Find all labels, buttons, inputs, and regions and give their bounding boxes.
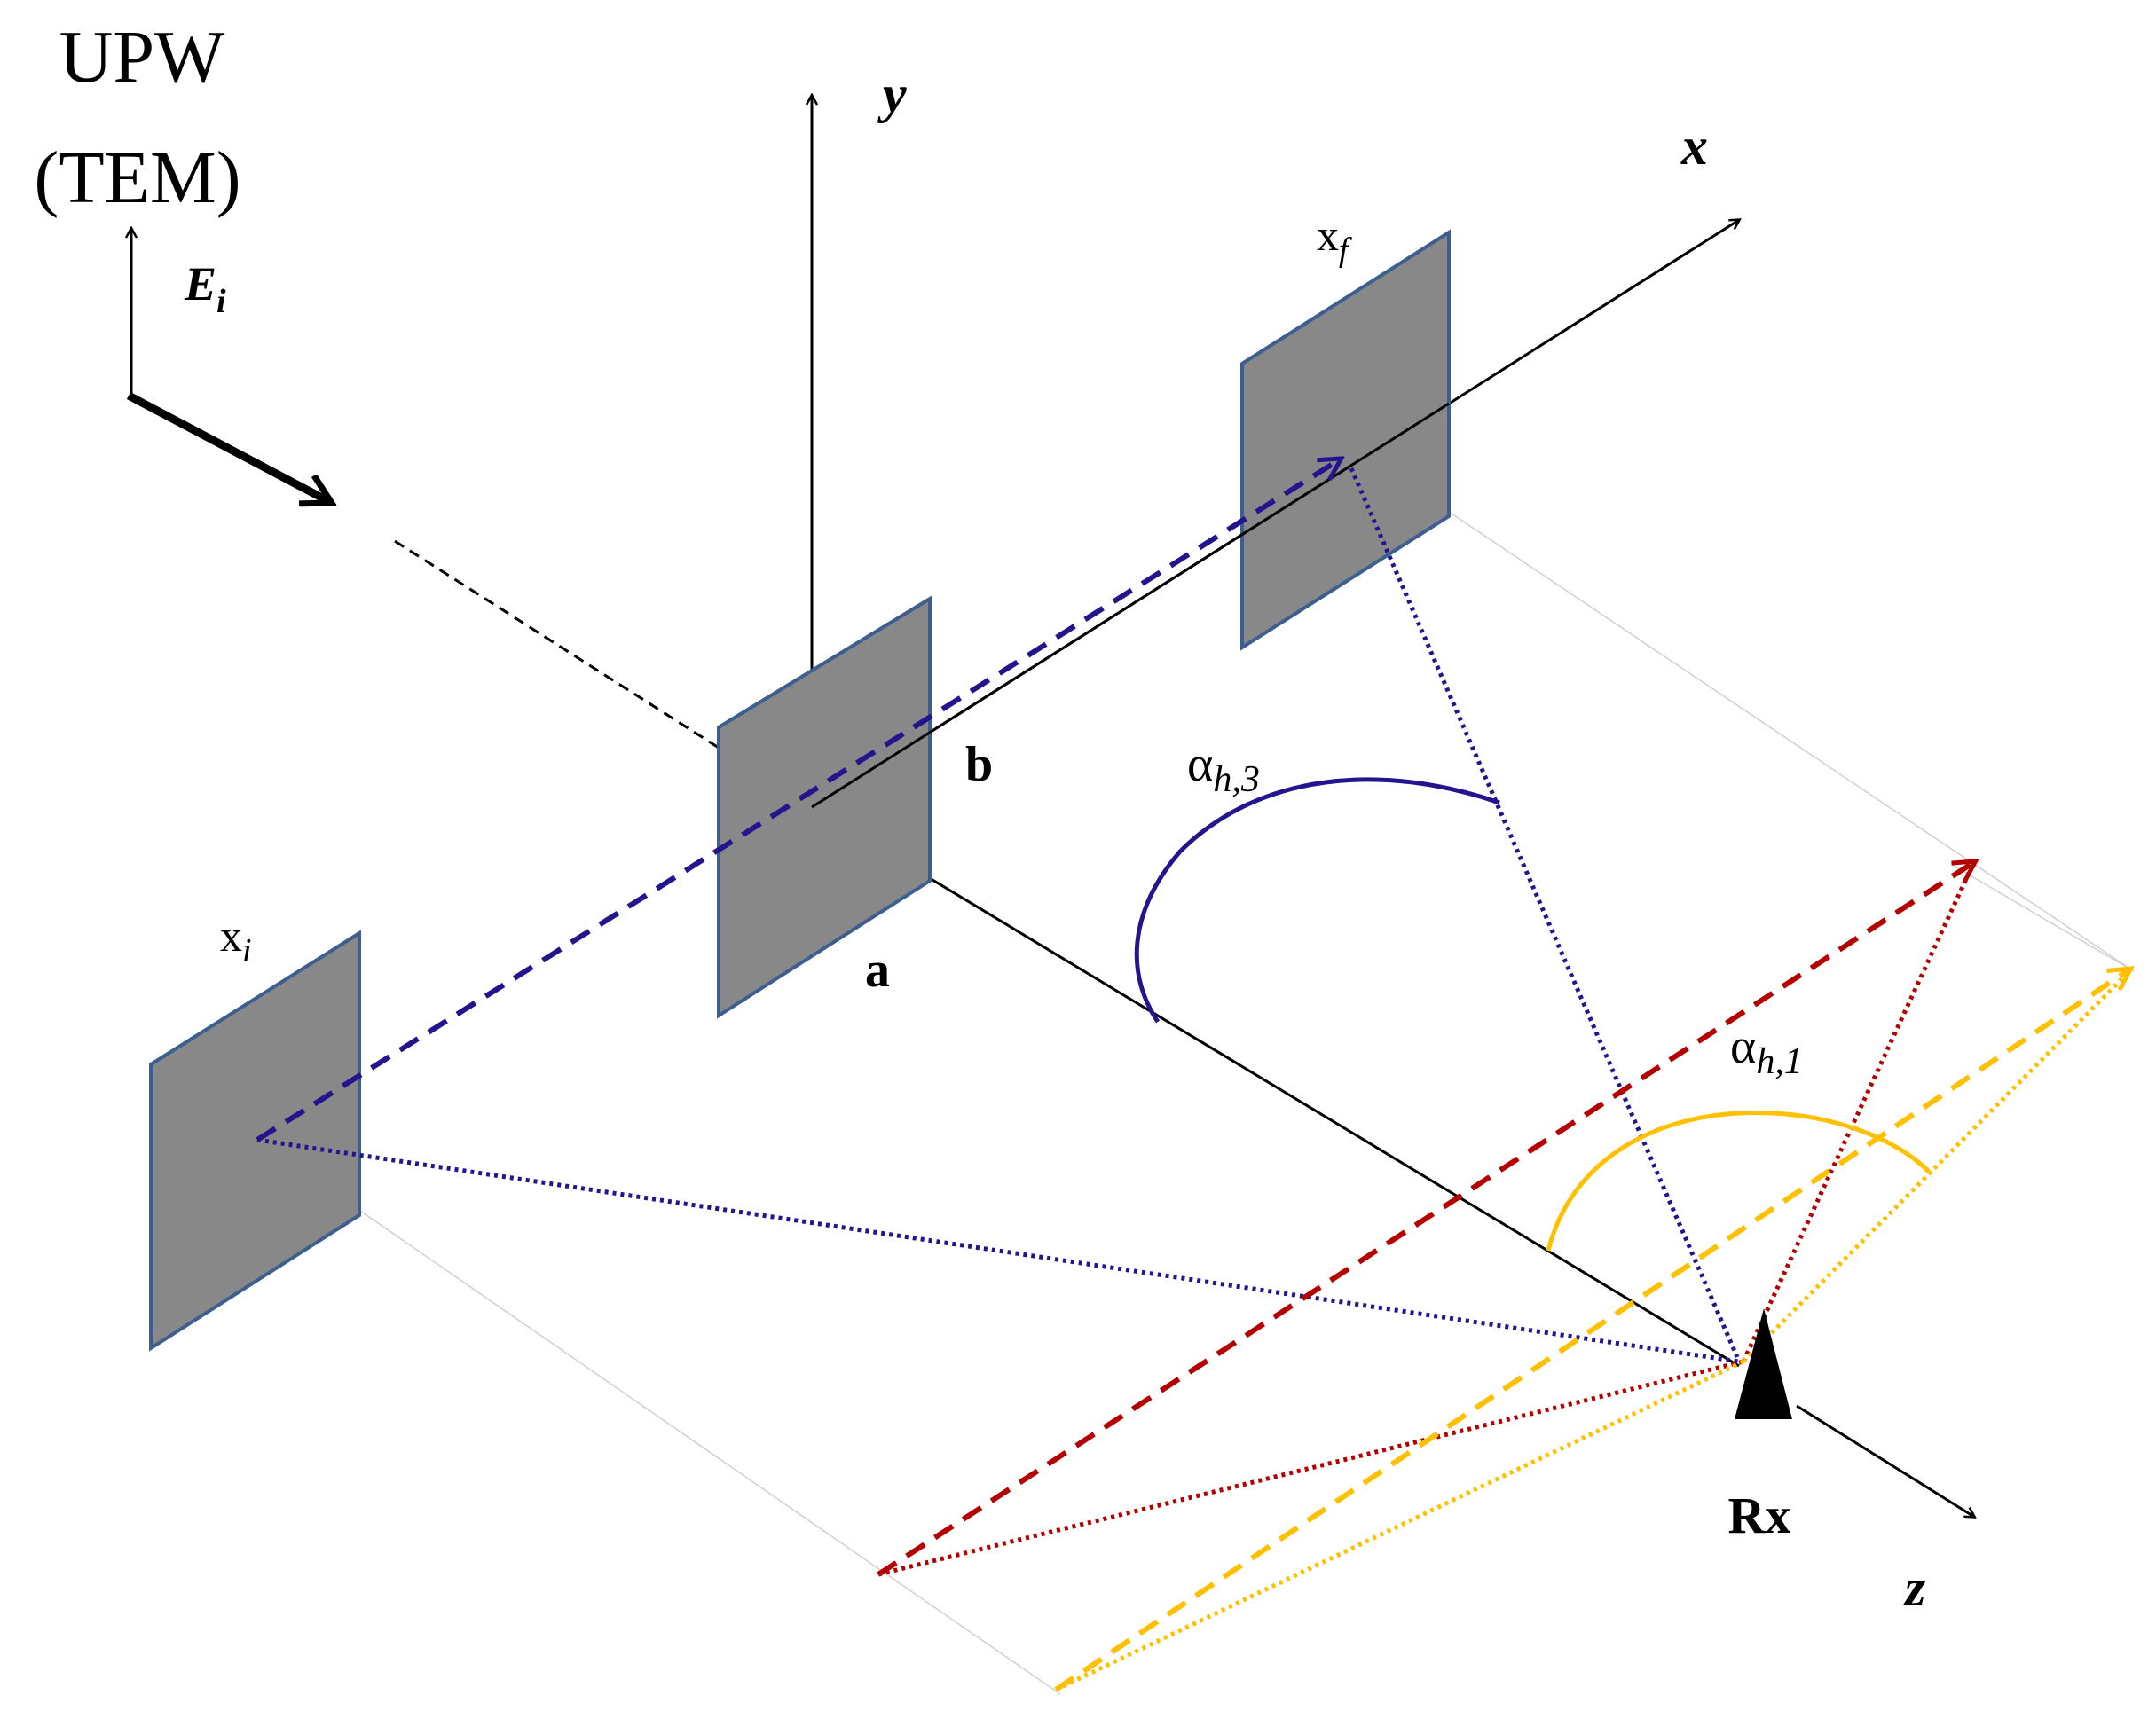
yellow-dotted-ray-out [1742, 974, 2127, 1363]
dimension-a-label: a [865, 943, 890, 998]
yellow-dotted-ray-in [1054, 1359, 1745, 1692]
z-axis-label: z [1903, 1558, 1926, 1617]
plate-initial-label: xi [220, 911, 252, 969]
projection-guides [256, 509, 2135, 1695]
y-axis-label: y [877, 65, 907, 123]
plates [149, 229, 1451, 1352]
plate-final [1240, 229, 1451, 651]
red-dotted-ray-out [1741, 866, 1974, 1363]
antenna-triangle-icon [1735, 1308, 1792, 1419]
plate-final-label: xf [1317, 210, 1352, 269]
z-axis-arrow [1796, 1404, 1974, 1517]
propagation-arrow-icon [126, 392, 330, 502]
blue-angle-arc [1134, 777, 1500, 1024]
x-axis-overlay [811, 402, 1450, 809]
red-dotted-ray-in [877, 1359, 1744, 1577]
red-dashed-ray [877, 862, 1974, 1577]
angle-blue-label: αh,3 [1187, 737, 1260, 800]
incident-field [129, 229, 330, 502]
yellow-dashed-ray [1054, 969, 2129, 1692]
yellow-rays [1054, 969, 2129, 1692]
blue-dotted-ray-final [1349, 467, 1740, 1358]
blue-dotted-ray-initial [256, 1137, 1740, 1364]
receiver-label: Rx [1728, 1487, 1791, 1544]
source-label-line1: UPW [59, 16, 225, 98]
yellow-angle-arc [1546, 1111, 1932, 1252]
z-axis-segment [811, 805, 1740, 1368]
x-axis-label: x [1680, 117, 1708, 176]
field-label: Ei [184, 257, 226, 320]
plate-center [717, 595, 932, 1019]
dimension-b-label: b [965, 737, 993, 792]
blue-dashed-ray [256, 459, 1340, 1142]
plate-initial [149, 930, 361, 1352]
blue-rays [256, 459, 1740, 1364]
source-label-line2: (TEM) [34, 137, 240, 219]
red-rays [877, 862, 1974, 1577]
angle-yellow-label: αh,1 [1730, 1019, 1803, 1082]
